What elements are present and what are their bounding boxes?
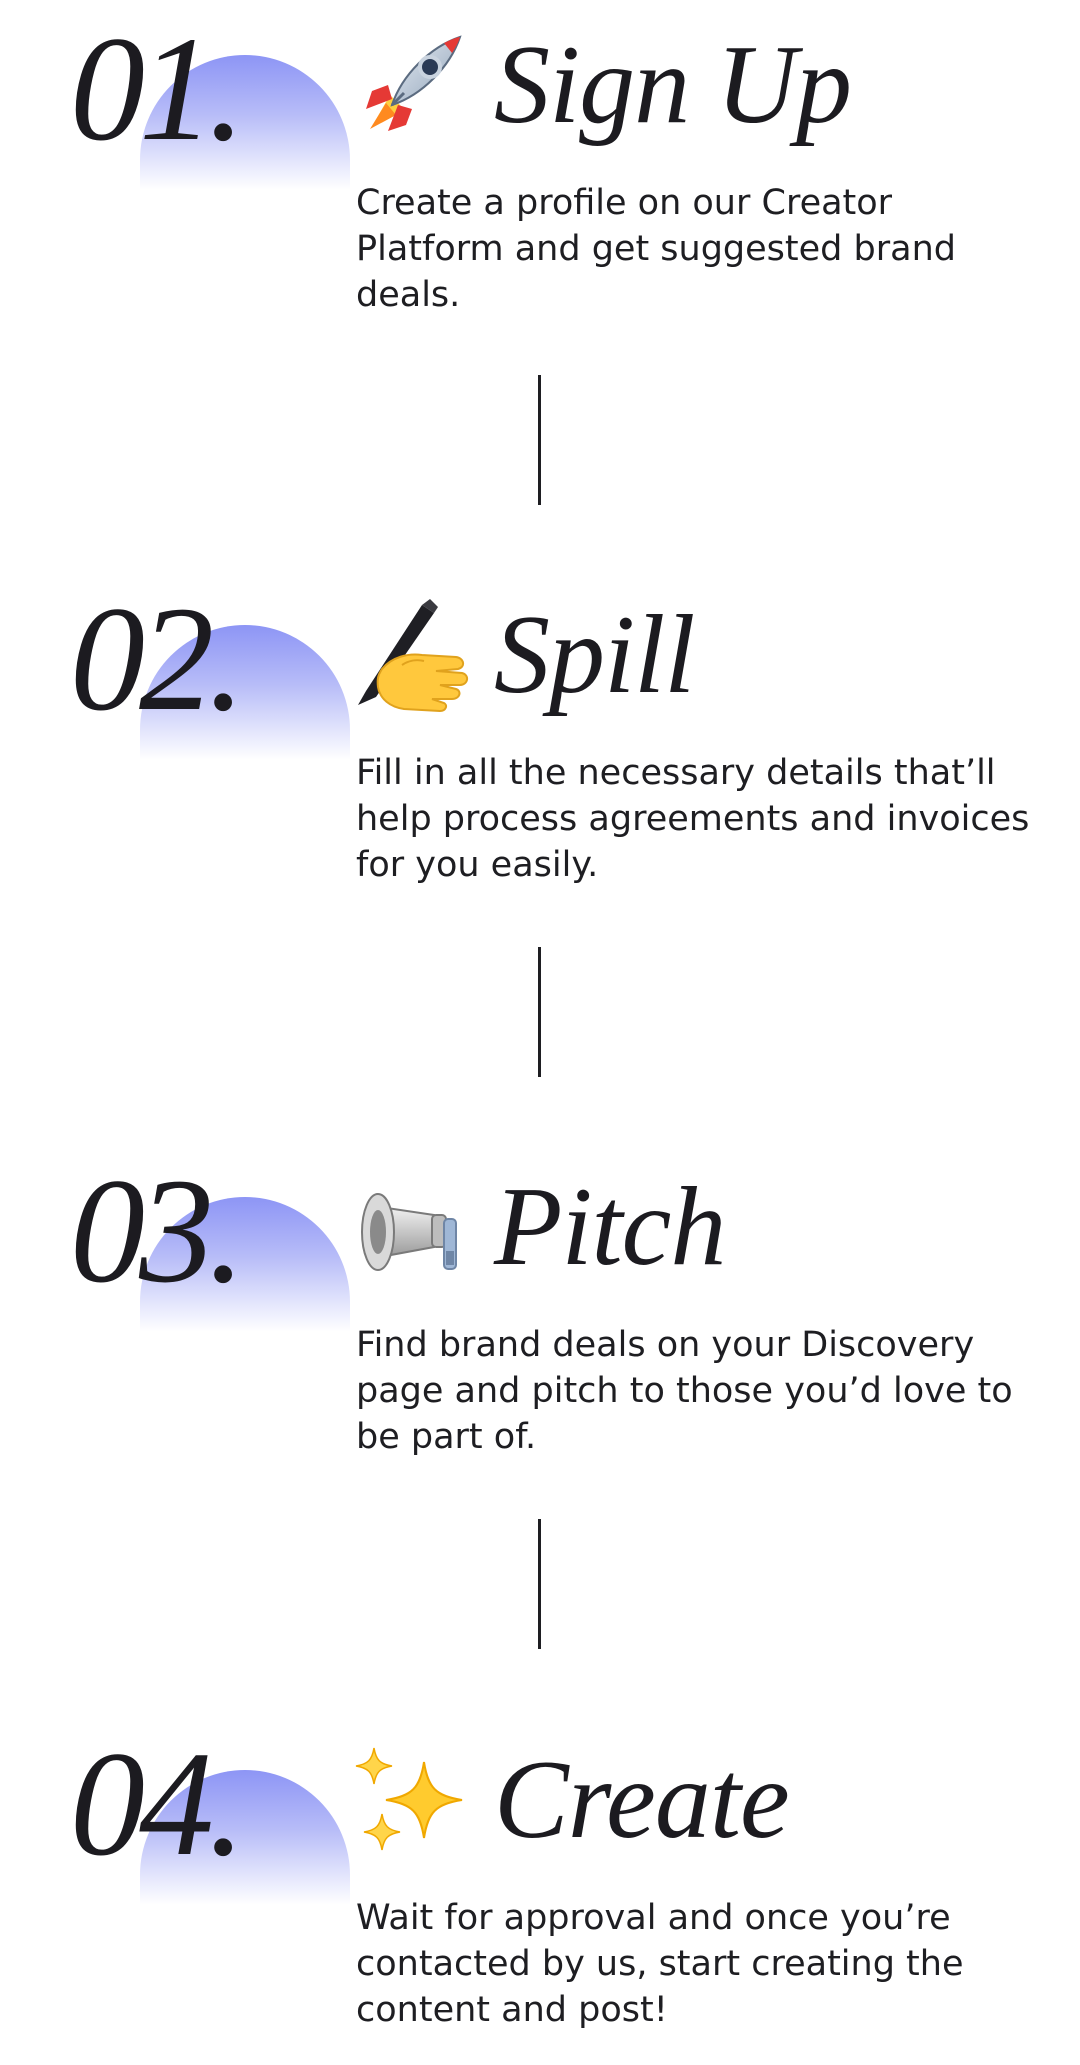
step-header: Create [352, 1735, 790, 1865]
step-description: Create a profile on our Creator Platform… [356, 183, 956, 315]
step-number-badge: 02. [70, 584, 350, 760]
step-number-badge: 04. [70, 1729, 350, 1905]
step-description: Find brand deals on your Discovery page … [356, 1325, 1013, 1457]
step-description: Wait for approval and once you’re contac… [356, 1898, 964, 2030]
step-number: 01. [70, 6, 245, 172]
step-sign-up: 01. Sign Up Create a profile on our Crea… [0, 14, 1080, 350]
step-number: 04. [70, 1721, 245, 1887]
step-number: 02. [70, 576, 245, 742]
step-number: 03. [70, 1148, 245, 1314]
step-number-badge: 03. [70, 1156, 350, 1332]
step-number-badge: 01. [70, 14, 350, 190]
step-spill: 02. Spill Fill in all the necessary deta… [0, 584, 1080, 920]
step-title: Spill [494, 593, 695, 717]
step-divider [538, 947, 541, 1077]
step-title: Sign Up [494, 23, 852, 147]
step-header: Spill [352, 590, 695, 720]
megaphone-icon [361, 1193, 457, 1271]
writing-hand-icon [358, 599, 468, 713]
sparkles-icon [355, 1747, 463, 1851]
step-header: Pitch [352, 1162, 726, 1292]
step-title: Create [494, 1738, 790, 1862]
step-create: 04. Create Wait for approval and once yo… [0, 1729, 1080, 2065]
step-header: Sign Up [352, 20, 852, 150]
step-pitch: 03. Pitch Find brand deals on your Disco… [0, 1156, 1080, 1492]
step-description: Fill in all the necessary details that’l… [356, 753, 1030, 885]
step-title: Pitch [494, 1165, 726, 1289]
step-divider [538, 1519, 541, 1649]
rocket-icon [366, 35, 462, 131]
step-divider [538, 375, 541, 505]
